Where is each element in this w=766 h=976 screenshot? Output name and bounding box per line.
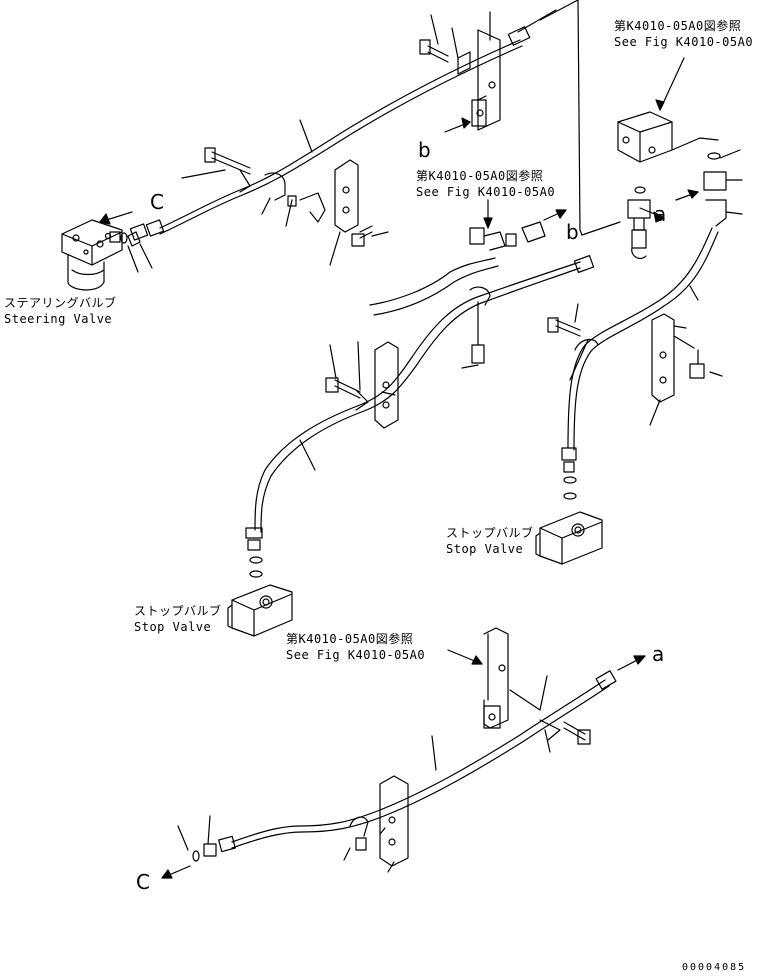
top-bracket	[458, 30, 500, 130]
right-hose	[568, 228, 712, 448]
connection-a-bottom: a	[652, 642, 665, 666]
stop-valve-left-label-jp: ストップバルブ	[134, 604, 222, 618]
bottom-top-bracket	[484, 628, 508, 728]
steering-valve-label-en: Steering Valve	[4, 312, 113, 326]
bottom-assembly	[162, 628, 645, 878]
stop-valve-left	[228, 585, 292, 636]
connection-a-top: a	[654, 202, 667, 226]
ref-bottom-en: See Fig K4010-05A0	[286, 648, 426, 662]
center-clamp	[205, 148, 285, 200]
upper-steering-tube	[160, 40, 520, 228]
stop-valve-right	[536, 512, 602, 564]
ref-top-right-jp: 第K4010-05A0図参照	[614, 19, 742, 33]
drawing-code: 00004085	[682, 962, 747, 973]
solenoid-block	[618, 58, 684, 162]
connection-b-mid: b	[566, 220, 579, 244]
middle-connectors	[470, 210, 566, 250]
right-assembly	[548, 58, 742, 499]
connection-c-top: C	[150, 190, 164, 214]
connection-c-bottom: C	[136, 870, 150, 894]
steering-valve	[62, 220, 122, 290]
center-bracket	[288, 160, 358, 232]
ref-middle-en: See Fig K4010-05A0	[416, 185, 556, 199]
stop-valve-right-label-en: Stop Valve	[446, 542, 524, 556]
steering-valve-label-jp: ステアリングバルブ	[4, 296, 117, 310]
upper-tube-assembly	[130, 0, 620, 265]
ref-middle-jp: 第K4010-05A0図参照	[416, 169, 544, 183]
connection-b-top: b	[418, 138, 431, 162]
bottom-steering-tube	[232, 680, 605, 842]
stop-valve-left-label-en: Stop Valve	[134, 620, 212, 634]
middle-tube-assembly	[246, 200, 594, 577]
top-bolt	[420, 40, 448, 62]
ref-bottom-jp: 第K4010-05A0図参照	[286, 632, 414, 646]
bottom-lower-bracket	[350, 776, 408, 866]
right-bracket	[650, 314, 722, 425]
stop-valve-right-label-jp: ストップバルブ	[446, 526, 534, 540]
ref-top-right-en: See Fig K4010-05A0	[614, 35, 754, 49]
middle-steering-tube	[255, 262, 580, 530]
middle-bracket	[375, 342, 398, 428]
